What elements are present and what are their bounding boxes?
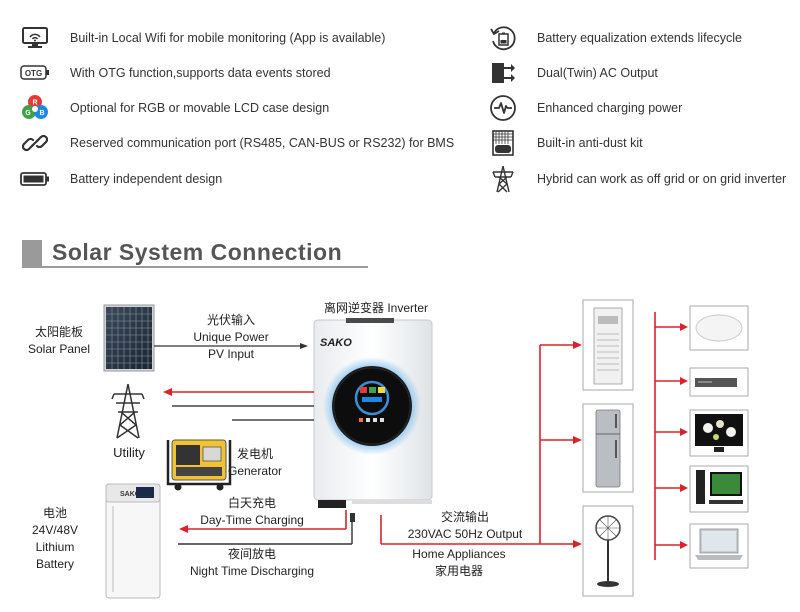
ac-output-label: 交流输出 230VAC 50Hz Output — [398, 509, 532, 543]
feature-anti-dust: Built-in anti-dust kit — [486, 130, 643, 156]
svg-text:R: R — [32, 100, 37, 107]
pv-input-label-en2: PV Input — [207, 347, 255, 361]
ac-output-label-cn: 交流输出 — [440, 510, 489, 524]
inverter-label: 离网逆变器 Inverter — [324, 301, 429, 315]
solar-panel-label-en: Solar Panel — [27, 342, 91, 356]
generator-label-cn: 发电机 — [236, 447, 273, 461]
battery-label-voltage: 24V/48V — [31, 523, 79, 537]
pv-input-label-cn: 光伏输入 — [206, 313, 255, 327]
feature-text: Hybrid can work as off grid or on grid i… — [537, 172, 787, 186]
anti-dust-icon — [486, 130, 520, 156]
feature-text: Enhanced charging power — [537, 101, 683, 115]
solar-panel-label-cn: 太阳能板 — [34, 325, 83, 339]
day-charging-label: 白天充电 Day-Time Charging — [192, 495, 312, 529]
night-discharging-label-cn: 夜间放电 — [227, 547, 276, 561]
feature-battery: Battery independent design — [18, 166, 222, 192]
inverter-icon: SAKO — [313, 318, 433, 508]
pv-input-label-en1: Unique Power — [193, 330, 269, 344]
feature-hybrid: Hybrid can work as off grid or on grid i… — [486, 165, 786, 193]
night-discharging-label: 夜间放电 Night Time Discharging — [180, 546, 324, 580]
generator-icon — [166, 439, 232, 491]
feature-equalization: Battery equalization extends lifecycle — [486, 25, 742, 51]
home-appliances-label-cn: 家用电器 — [434, 564, 483, 578]
battery-label: 电池 24V/48V Lithium Battery — [20, 505, 90, 573]
svg-text:SAKO: SAKO — [120, 491, 141, 498]
wifi-monitor-icon — [18, 25, 52, 51]
dvd-player-box — [689, 367, 749, 397]
section-title: Solar System Connection — [52, 239, 343, 265]
generator-label: 发电机 Generator — [220, 446, 290, 480]
title-accent-bar — [22, 240, 42, 266]
svg-text:B: B — [39, 110, 44, 117]
generator-label-en: Generator — [227, 464, 283, 478]
svg-text:G: G — [25, 110, 31, 117]
feature-text: Battery equalization extends lifecycle — [537, 31, 742, 45]
grid-tower-icon — [486, 165, 520, 193]
wires — [154, 312, 688, 560]
link-icon — [18, 130, 52, 156]
solar-panel-icon — [103, 304, 155, 372]
day-charging-label-en: Day-Time Charging — [200, 513, 304, 527]
battery-label-type: Lithium — [35, 540, 75, 554]
otg-icon: OTG — [18, 60, 52, 86]
home-appliances-label: Home Appliances 家用电器 — [404, 546, 514, 580]
title-underline — [22, 266, 368, 268]
home-appliances-label-en: Home Appliances — [412, 547, 506, 561]
feature-text: With OTG function,supports data events s… — [70, 66, 331, 80]
feature-text: Optional for RGB or movable LCD case des… — [70, 101, 330, 115]
refrigerator-box — [582, 403, 634, 493]
feature-text: Built-in Local Wifi for mobile monitorin… — [70, 31, 386, 45]
feature-text: Built-in anti-dust kit — [537, 136, 643, 150]
television-box — [689, 409, 749, 457]
battery-label-cn: 电池 — [42, 506, 67, 520]
utility-tower-icon — [111, 383, 145, 439]
feature-text: Reserved communication port (RS485, CAN-… — [70, 136, 455, 150]
charging-power-icon — [486, 95, 520, 121]
feature-text: Dual(Twin) AC Output — [537, 66, 658, 80]
battery-icon — [18, 166, 52, 192]
ac-output-label-en: 230VAC 50Hz Output — [407, 527, 523, 541]
battery-label-name: Battery — [35, 557, 74, 571]
utility-label: Utility — [113, 445, 145, 460]
solar-panel-label: 太阳能板 Solar Panel — [22, 324, 96, 358]
day-charging-label-cn: 白天充电 — [227, 496, 276, 510]
feature-wifi: Built-in Local Wifi for mobile monitorin… — [18, 25, 385, 51]
svg-text:SAKO: SAKO — [320, 337, 352, 349]
feature-text: Battery independent design — [70, 172, 223, 186]
feature-dual-output: Dual(Twin) AC Output — [486, 60, 658, 86]
dual-output-icon — [486, 60, 520, 86]
computer-box — [689, 465, 749, 513]
night-discharging-label-en: Night Time Discharging — [189, 564, 315, 578]
feature-comm-port: Reserved communication port (RS485, CAN-… — [18, 130, 454, 156]
svg-text:OTG: OTG — [25, 69, 42, 78]
pv-input-label: 光伏输入 Unique Power PV Input — [176, 312, 286, 363]
ceiling-light-box — [689, 305, 749, 351]
fan-box — [582, 505, 634, 597]
feature-charging: Enhanced charging power — [486, 95, 682, 121]
section-header: Solar System Connection — [22, 238, 368, 268]
feature-otg: OTG With OTG function,supports data even… — [18, 60, 331, 86]
battery-cycle-icon — [486, 25, 520, 51]
lithium-battery-icon: SAKO — [105, 483, 161, 599]
air-conditioner-box — [582, 299, 634, 391]
laptop-box — [689, 523, 749, 569]
